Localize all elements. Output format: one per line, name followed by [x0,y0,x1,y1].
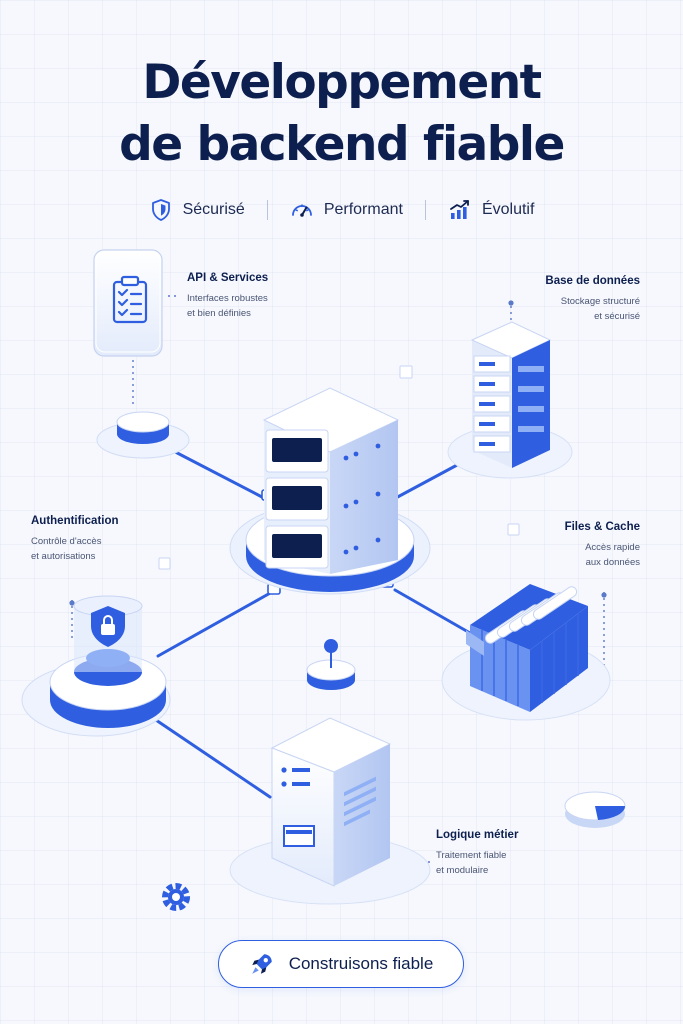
storage-crate-icon [466,584,588,712]
pin-node [306,639,356,690]
label-cache-desc-2: aux données [585,557,640,568]
page-title: Développement de backend fiable [0,52,683,176]
badge-scalable-label: Évolutif [481,201,535,218]
cache-node [441,584,611,721]
logic-node [229,717,431,905]
rocket-icon [251,954,272,974]
badge-performant: Performant [290,198,403,222]
label-db: Base de données Stockage structuré et sé… [545,275,640,324]
badge-separator [266,200,268,220]
label-api-desc-1: Interfaces robustes [187,293,268,304]
label-cache-desc-1: Accès rapide [585,542,640,553]
speedometer-icon [291,204,312,217]
badge-secure-label: Sécurisé [182,201,245,218]
label-logic-desc-1: Traitement fiable [436,850,507,861]
cta-button[interactable]: Construisons fiable [218,940,464,988]
label-db-title: Base de données [545,275,640,287]
badge-scalable: Évolutif [448,198,534,222]
label-auth-title: Authentification [31,515,119,527]
label-db-desc-2: et sécurisé [594,311,640,322]
label-logic-desc-2: et modulaire [436,865,489,876]
badge-separator [424,200,426,220]
clipboard-checklist-icon [112,275,148,324]
badge-secure: Sécurisé [149,198,245,222]
label-cache: Files & Cache Accès rapide aux données [565,521,640,570]
label-logic: Logique métier Traitement fiable et modu… [436,829,518,878]
label-auth-desc-1: Contrôle d'accès [31,536,102,547]
auth-node [21,595,171,737]
api-node [93,249,163,357]
gear-icon [162,883,190,911]
link-cache-hub [393,588,472,635]
link-auth-logic [148,714,272,799]
badge-performant-label: Performant [323,201,403,218]
label-api-title: API & Services [187,272,269,284]
link-auth-hub [156,590,274,658]
shield-icon [151,199,170,221]
label-api: API & Services Interfaces robustes et bi… [187,272,268,321]
shield-lock-icon [91,606,125,647]
label-api-desc-2: et bien définies [187,308,251,319]
cta-label: Construisons fiable [288,954,434,973]
api-connector-base [96,411,190,459]
label-auth-desc-2: et autorisations [31,551,96,562]
server-box-icon [270,717,392,887]
label-db-desc-1: Stockage structuré [560,296,640,307]
server-stack [262,387,400,574]
label-logic-title: Logique métier [436,829,519,841]
database-node [447,321,573,479]
title-line-2: de backend fiable [119,117,565,172]
label-cache-title: Files & Cache [564,521,640,533]
growth-chart-icon [450,200,469,219]
pie-chart-icon [564,791,626,828]
decorative-cubes [158,365,520,570]
title-line-1: Développement [142,55,542,110]
label-auth: Authentification Contrôle d'accès et aut… [31,515,119,564]
server-rack-icon [470,321,552,468]
feature-badges: Sécurisé Performant Évolutif [0,198,683,222]
central-server-hub [229,387,431,595]
